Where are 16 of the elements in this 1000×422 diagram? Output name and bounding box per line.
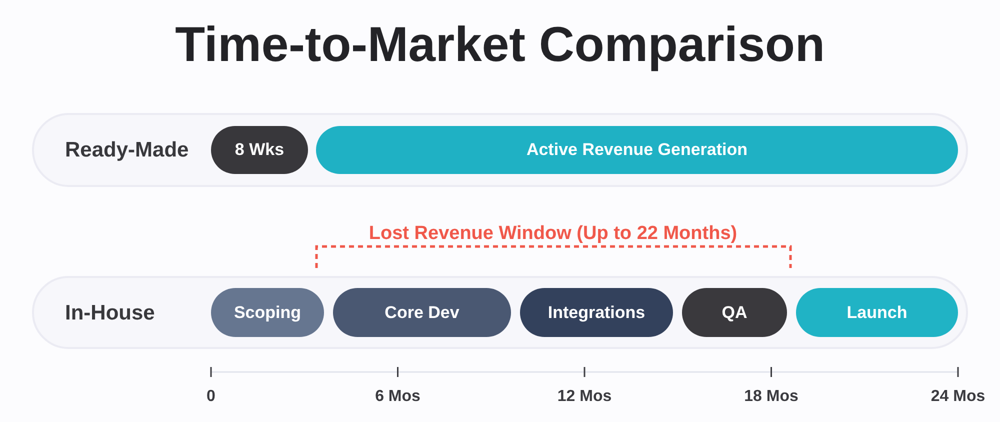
phase-pill: Launch (796, 288, 958, 337)
phase-pill: Active Revenue Generation (316, 126, 958, 174)
tick-label: 0 (206, 387, 216, 407)
tick-label: 12 Mos (557, 387, 612, 407)
tick-label: 6 Mos (375, 387, 420, 407)
row-label: In-House (65, 300, 155, 326)
tick-label: 18 Mos (744, 387, 798, 407)
phase-pill: Integrations (520, 288, 673, 337)
phase-pill: Scoping (211, 288, 324, 337)
phase-pill: Core Dev (333, 288, 511, 337)
bracket-label: Lost Revenue Window (Up to 22 Months) (368, 222, 738, 246)
row-label: Ready-Made (65, 137, 189, 164)
phase-pill: QA (682, 288, 787, 337)
diagram-title: Time-to-Market Comparison (175, 17, 825, 74)
phase-pill: 8 Wks (211, 126, 308, 174)
tick-label: 24 Mos (930, 387, 986, 407)
